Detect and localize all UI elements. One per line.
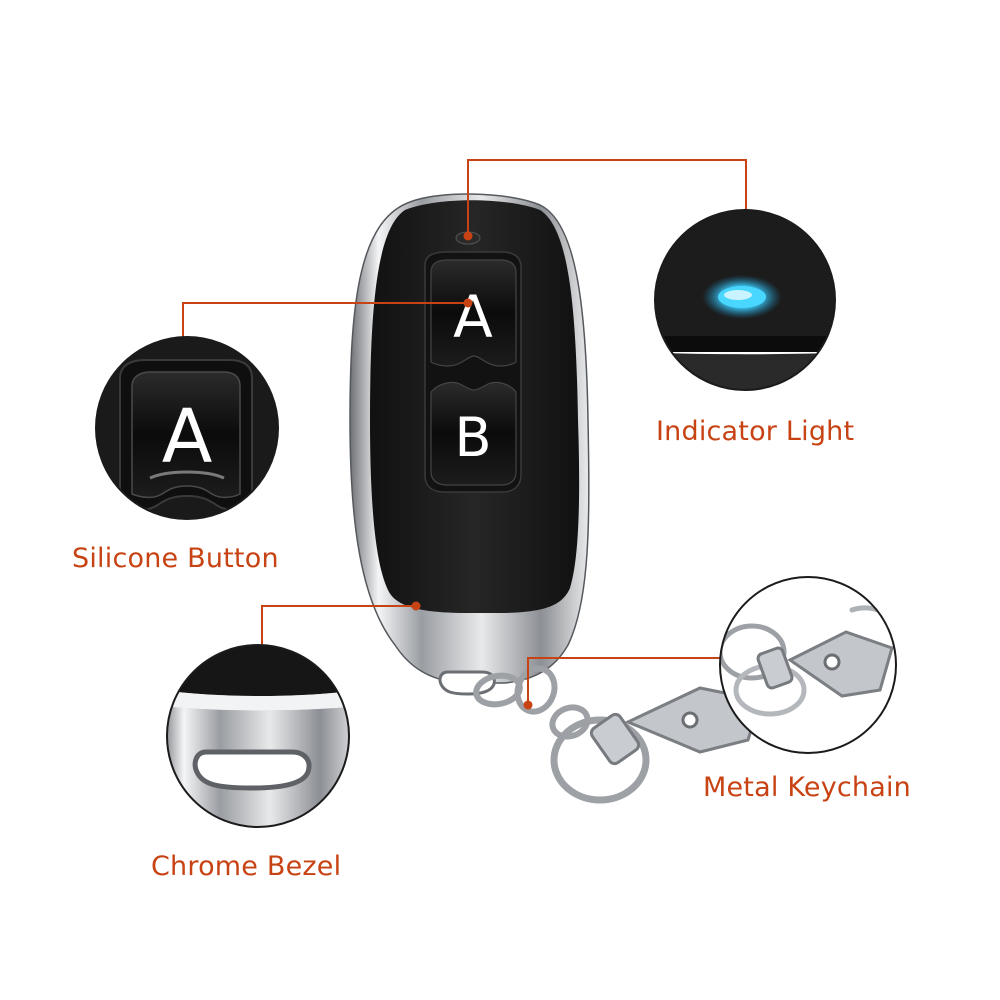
remote-control: A B — [349, 193, 590, 696]
chrome-callout-line — [261, 605, 416, 645]
chrome-callout-dot — [411, 601, 421, 611]
callout-lines — [182, 159, 747, 705]
indicator-callout-dot — [463, 231, 473, 241]
keyring-slot — [438, 670, 496, 696]
indicator-light-zoom — [654, 209, 836, 391]
metal-keychain-zoom — [719, 576, 897, 754]
button-b-label: B — [454, 406, 491, 469]
silicone-callout-line — [182, 302, 468, 337]
button-a-label: A — [453, 283, 493, 351]
silicone-button-label: Silicone Button — [72, 543, 279, 574]
button-a[interactable]: A — [430, 259, 517, 367]
silicone-callout-dot — [463, 298, 473, 308]
indicator-light-label: Indicator Light — [656, 416, 855, 447]
metal-keychain — [473, 665, 762, 804]
bezel-slot-zoom — [192, 749, 312, 791]
keychain-callout-line — [527, 657, 722, 705]
indicator-callout-line — [467, 159, 747, 236]
button-b[interactable]: B — [430, 381, 517, 486]
silicone-button-zoom: A — [95, 336, 279, 520]
zoom-button-letter: A — [162, 394, 213, 480]
metal-keychain-label: Metal Keychain — [703, 772, 911, 803]
keychain-callout-dot — [523, 700, 533, 710]
chrome-bezel-zoom — [166, 644, 350, 828]
callout-dots — [411, 231, 533, 710]
chrome-bezel-label: Chrome Bezel — [151, 851, 342, 882]
